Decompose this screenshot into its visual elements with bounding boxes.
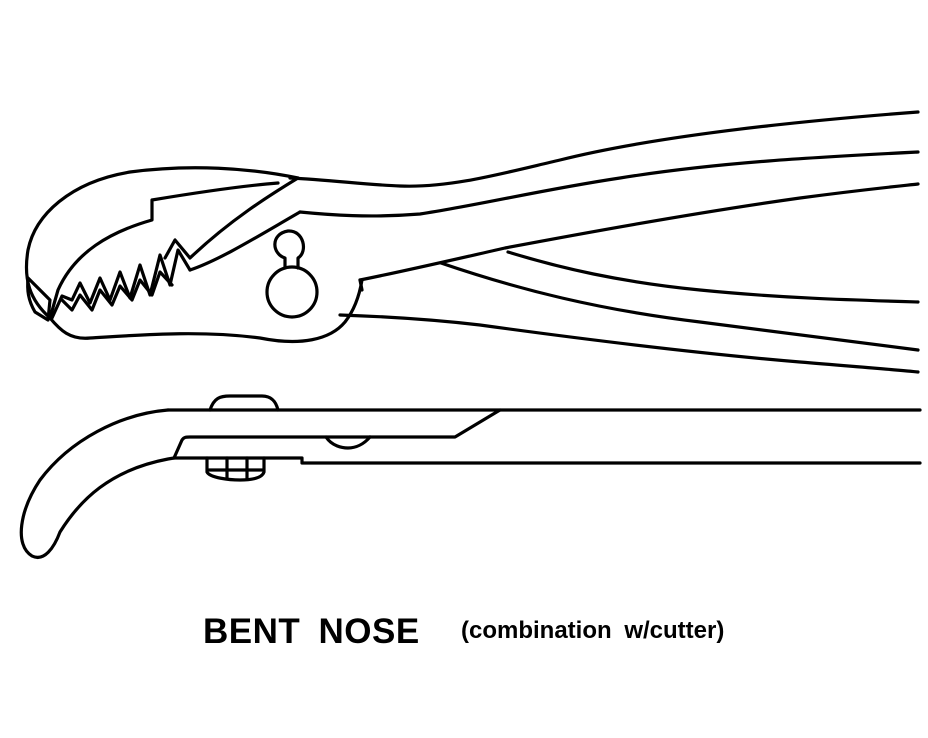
inner-step-edge bbox=[172, 408, 502, 460]
lower-jaw-outer bbox=[48, 278, 364, 344]
pliers-closed-view bbox=[19, 394, 922, 559]
lower-jaw-inner bbox=[188, 210, 302, 272]
lower-jaw-upper-edge bbox=[358, 182, 920, 282]
pivot-bolt bbox=[265, 265, 319, 319]
lower-handle-inner-edge-2 bbox=[439, 261, 920, 352]
caption: BENT NOSE (combination w/cutter) bbox=[0, 610, 928, 660]
upper-jaw-sweep bbox=[163, 176, 300, 260]
caption-subtitle: (combination w/cutter) bbox=[461, 617, 725, 644]
upper-handle-outer-edge bbox=[288, 110, 920, 188]
bottom-edge bbox=[172, 456, 922, 465]
pliers-open-view bbox=[24, 110, 920, 374]
nut-bottom bbox=[205, 456, 266, 482]
nut-facets bbox=[207, 456, 265, 480]
jaw-teeth-lower bbox=[60, 270, 174, 312]
jaw-tip-facet bbox=[26, 276, 52, 322]
upper-handle-inner-edge bbox=[298, 150, 920, 218]
rivet-dome bbox=[324, 435, 372, 450]
jaw-notch bbox=[358, 278, 364, 292]
bolt-head-top bbox=[208, 394, 280, 412]
upper-jaw-inner bbox=[48, 181, 280, 320]
upper-jaw-outer bbox=[24, 166, 300, 320]
lower-handle-outer-edge bbox=[338, 313, 920, 374]
jaw-teeth-upper bbox=[50, 248, 192, 320]
caption-title: BENT NOSE bbox=[203, 612, 420, 651]
bent-nose-curve bbox=[19, 408, 176, 559]
pivot-slot bbox=[273, 229, 306, 270]
lower-handle-inner-edge-1 bbox=[506, 250, 920, 304]
